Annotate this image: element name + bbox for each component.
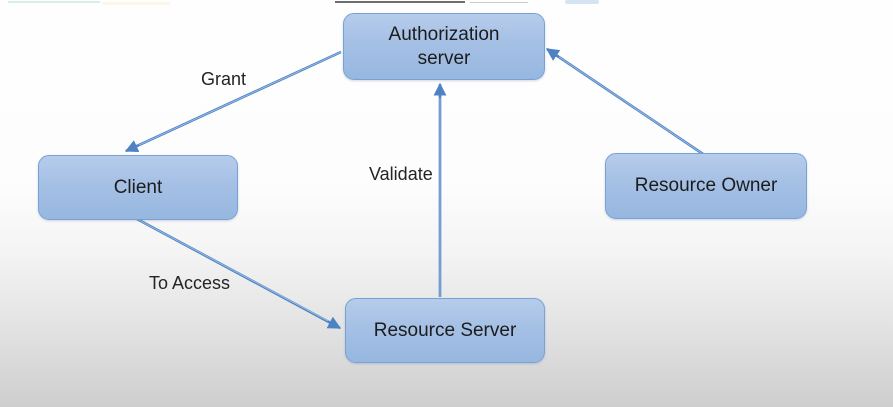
top-edge-artifact [102,2,170,5]
top-edge-artifact [565,0,599,4]
node-resource-server: Resource Server [345,298,545,363]
top-edge-artifact [470,2,528,3]
node-resource-owner-label: Resource Owner [634,175,778,197]
node-resource-server-label: Resource Server [373,319,517,341]
edge-label-validate: Validate [369,164,433,184]
top-edge-artifact [8,1,100,3]
edge-label-to-access: To Access [149,273,231,293]
edge-owner-to-auth-core [558,56,704,155]
edge-label-grant: Grant [201,69,247,89]
node-client-label: Client [113,176,163,198]
node-authorization-server-label: Authorization server [388,24,500,69]
node-resource-owner: Resource Owner [605,153,807,219]
node-authorization-server: Authorization server [343,13,545,80]
edge-grant-core [138,51,342,146]
edge-to-access-core [136,218,329,322]
top-edge-artifact [335,1,465,3]
node-client: Client [38,155,238,220]
